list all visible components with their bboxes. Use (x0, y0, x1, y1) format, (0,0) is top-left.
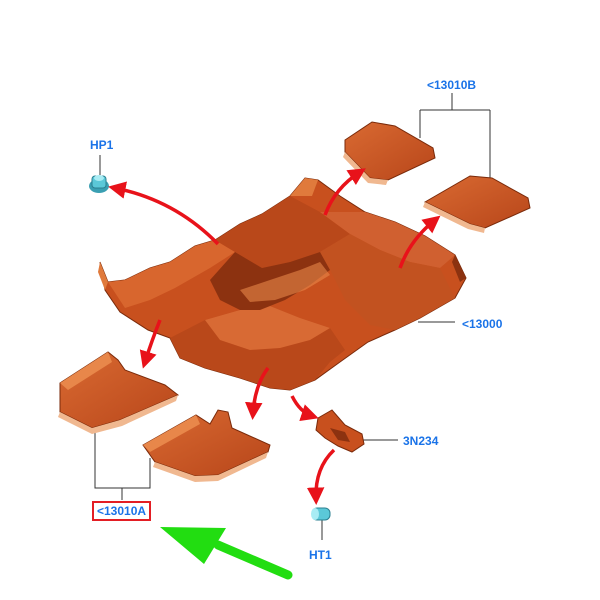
arrow-to-front-mat-right (245, 366, 270, 420)
retainer-clip-icon (311, 507, 331, 521)
rear-mat-right (423, 175, 531, 233)
label-carpet[interactable]: <13000 (462, 317, 503, 331)
push-pin-clip-icon (89, 175, 109, 193)
label-ht1[interactable]: HT1 (309, 548, 332, 562)
floor-carpet (98, 177, 467, 391)
front-mat-right (142, 409, 271, 482)
exploded-view-arrows (108, 168, 441, 505)
arrow-to-ht1 (306, 448, 336, 505)
arrow-to-rear-mat-right (398, 215, 441, 269)
arrow-to-bracket (290, 395, 319, 421)
label-front-mats[interactable]: <13010A (92, 501, 152, 521)
leader-lines (94, 93, 491, 540)
arrow-to-hp1 (108, 181, 220, 246)
arrow-to-rear-mat-left (323, 168, 366, 216)
front-mat-left (58, 351, 179, 434)
label-hp1[interactable]: HP1 (90, 138, 114, 152)
arrow-to-front-mat-left (139, 319, 162, 369)
green-pointer-arrow (160, 527, 293, 580)
label-rear-mats[interactable]: <13010B (427, 78, 477, 92)
bracket-3n234 (315, 409, 365, 453)
label-bracket[interactable]: 3N234 (403, 434, 439, 448)
